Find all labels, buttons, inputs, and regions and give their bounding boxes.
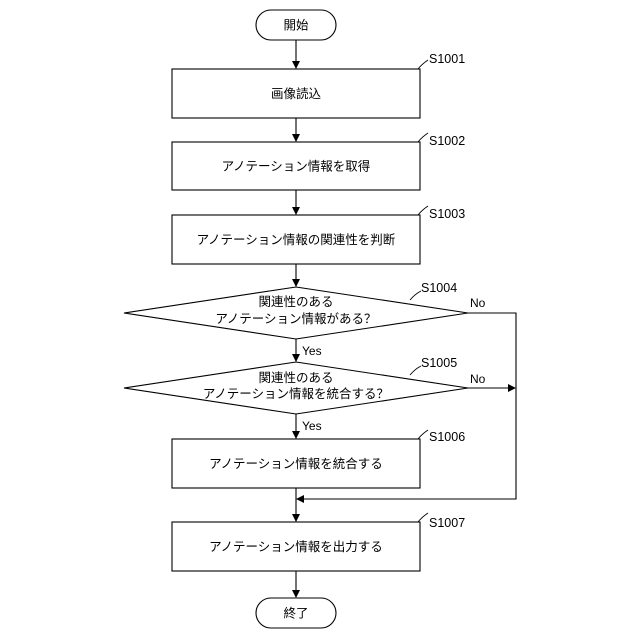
step-s1002-number: S1002: [429, 134, 465, 148]
step-s1001-leader: [418, 60, 428, 69]
step-s1003-leader: [418, 206, 428, 215]
step-s1006: アノテーション情報を統合する S1006: [172, 430, 465, 488]
step-s1003-text: アノテーション情報の関連性を判断: [197, 232, 396, 247]
decision-s1004: 関連性のある アノテーション情報がある？ S1004: [124, 281, 468, 339]
step-s1006-number: S1006: [429, 430, 465, 444]
start-terminal: 開始: [256, 10, 336, 40]
step-s1002-leader: [418, 133, 428, 142]
step-s1003: アノテーション情報の関連性を判断 S1003: [172, 206, 465, 264]
end-label: 終了: [283, 606, 308, 621]
decision-s1004-line1: 関連性のある: [258, 294, 333, 309]
step-s1007-leader: [418, 513, 428, 522]
step-s1002: アノテーション情報を取得 S1002: [172, 133, 465, 190]
step-s1006-text: アノテーション情報を統合する: [209, 456, 383, 471]
step-s1006-leader: [418, 430, 428, 439]
decision-s1005-line2: アノテーション情報を統合する？: [203, 386, 389, 401]
step-s1007: アノテーション情報を出力する S1007: [172, 513, 465, 571]
step-s1007-number: S1007: [429, 516, 465, 530]
decision-s1004-no-label: No: [470, 296, 486, 310]
decision-s1004-yes-label: Yes: [302, 344, 322, 358]
end-terminal: 終了: [256, 598, 336, 628]
decision-s1005: 関連性のある アノテーション情報を統合する？ S1005: [124, 356, 468, 414]
step-s1003-number: S1003: [429, 207, 465, 221]
decision-s1005-yes-label: Yes: [302, 419, 322, 433]
start-label: 開始: [283, 18, 309, 33]
step-s1001-number: S1001: [429, 52, 465, 66]
decision-s1005-number: S1005: [421, 356, 457, 370]
step-s1001-text: 画像読込: [271, 86, 322, 101]
step-s1002-text: アノテーション情報を取得: [222, 159, 371, 174]
decision-s1005-leader: [410, 366, 421, 375]
step-s1001: 画像読込 S1001: [172, 52, 465, 118]
decision-s1005-line1: 関連性のある: [258, 370, 333, 385]
step-s1007-text: アノテーション情報を出力する: [209, 539, 383, 554]
decision-s1005-no-label: No: [470, 372, 486, 386]
decision-s1004-leader: [410, 291, 421, 300]
decision-s1004-line2: アノテーション情報がある？: [215, 311, 376, 326]
decision-s1004-number: S1004: [421, 281, 457, 295]
